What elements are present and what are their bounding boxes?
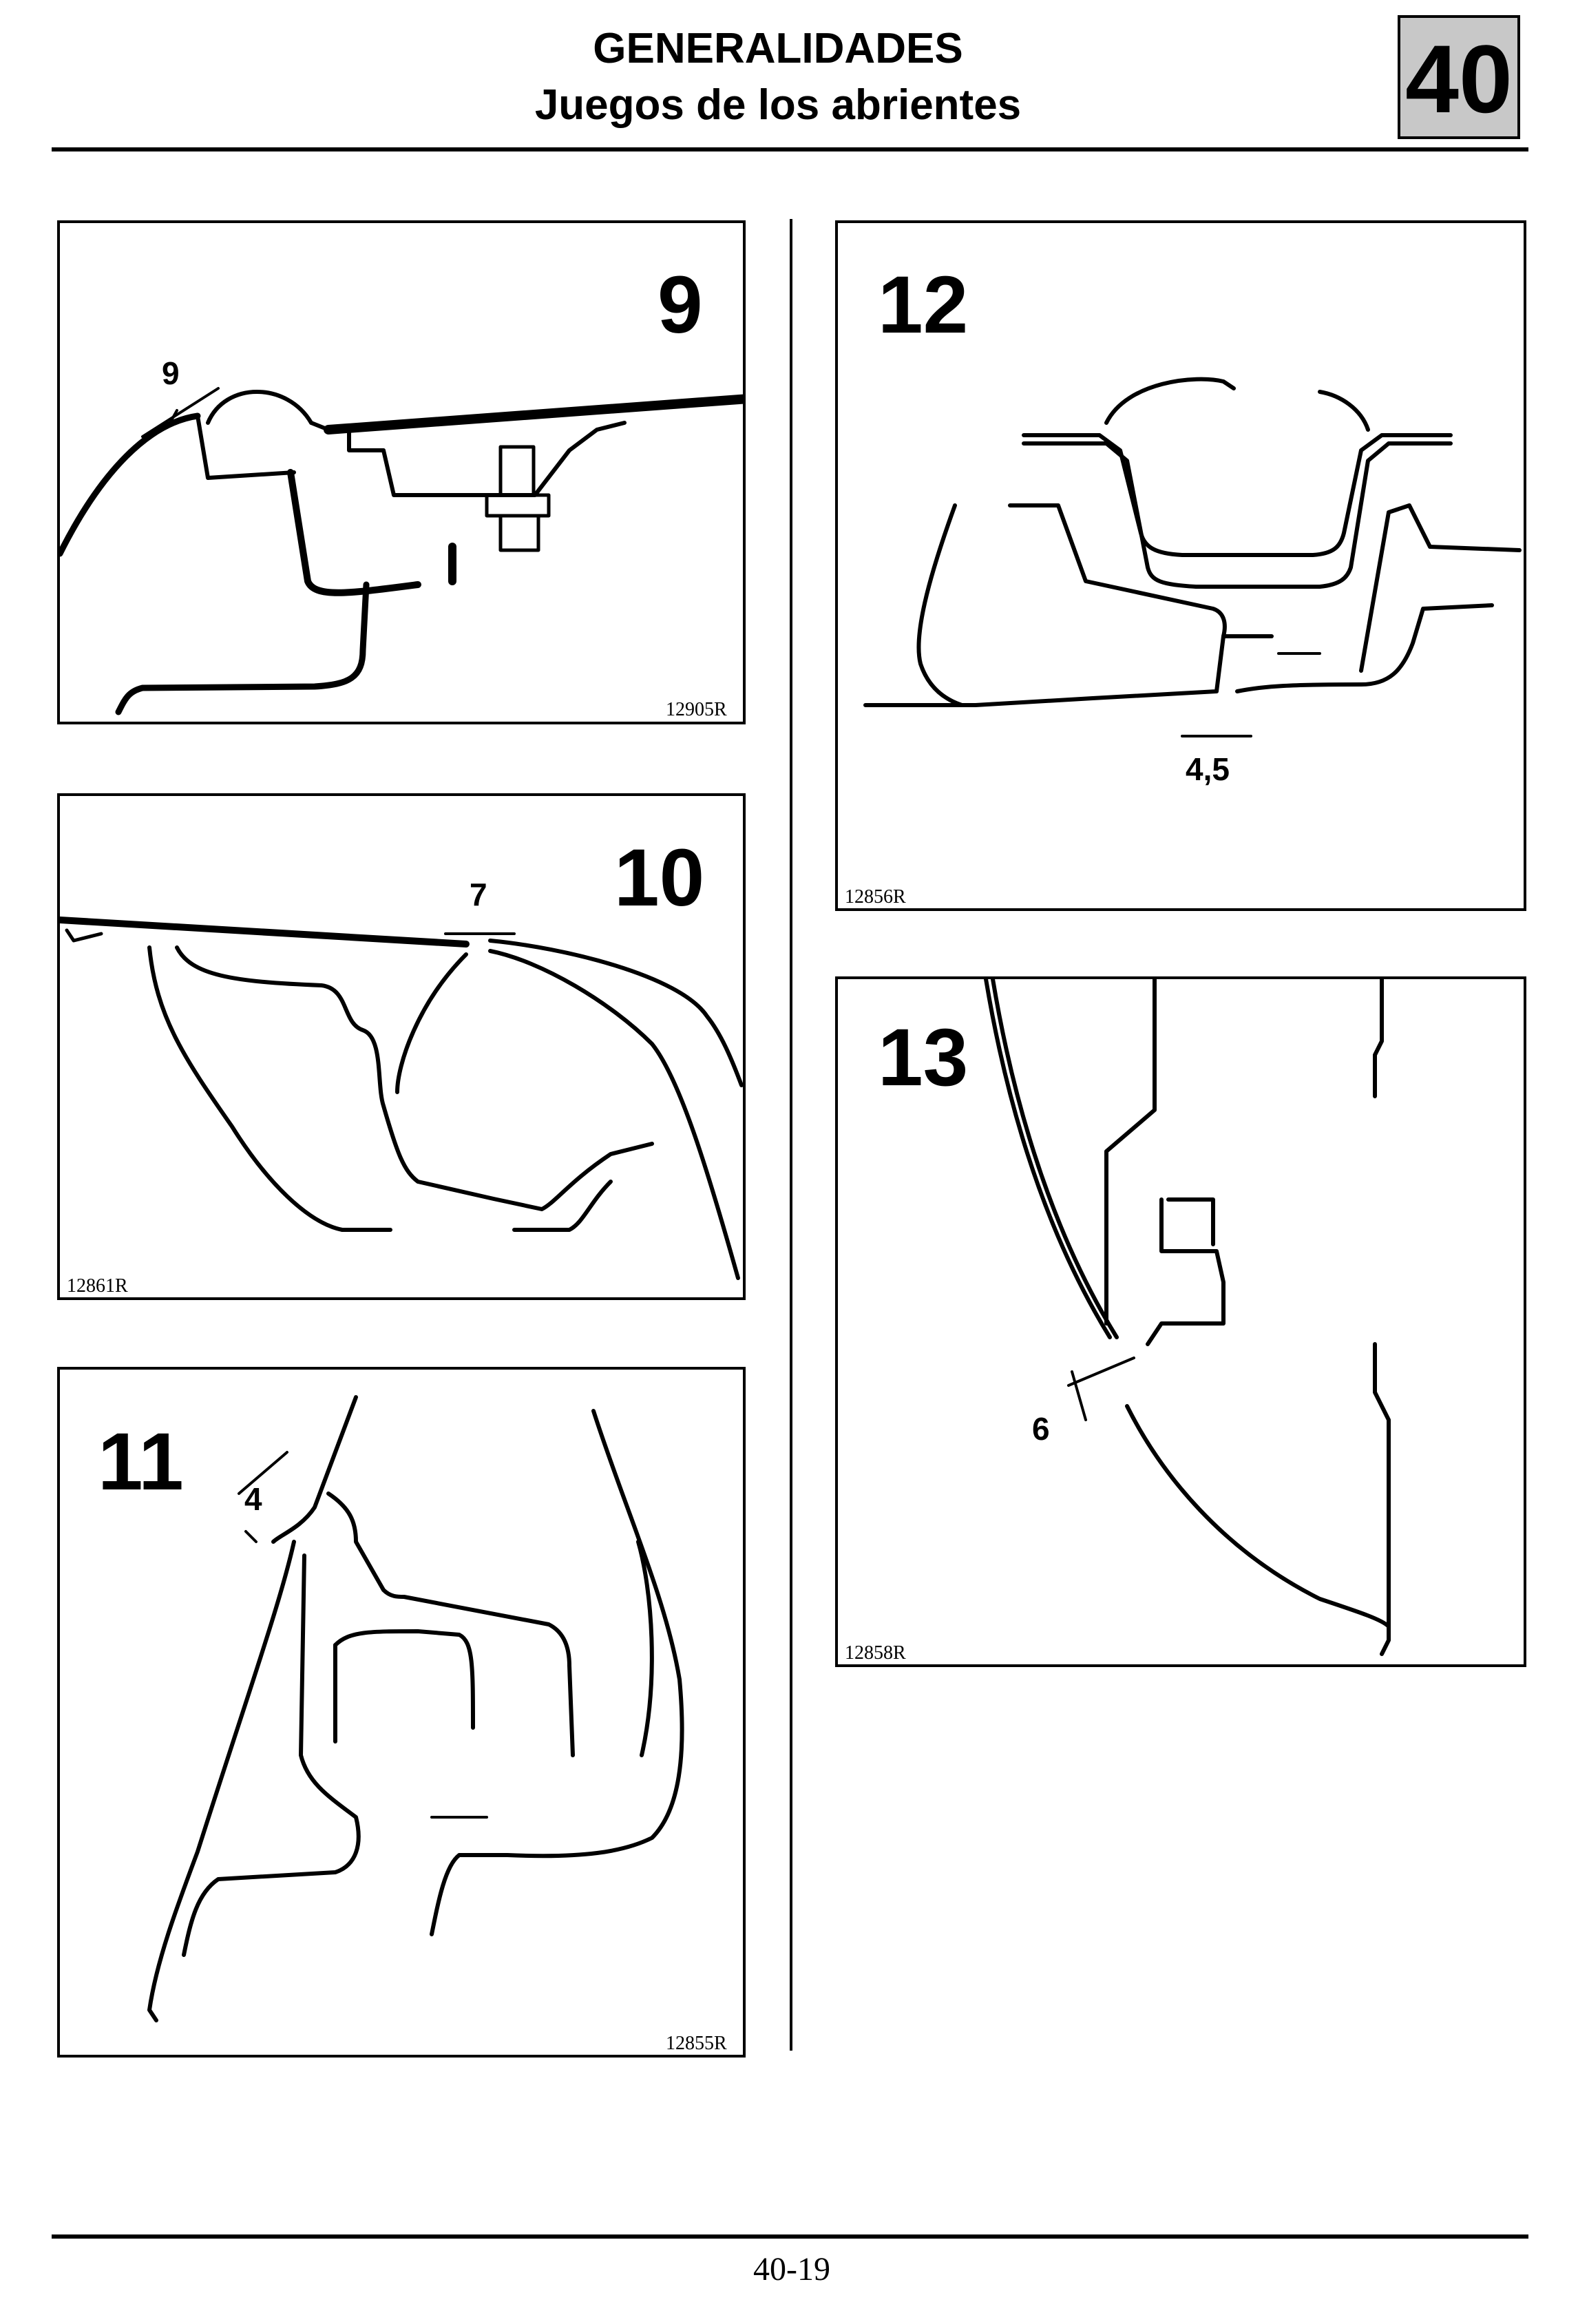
figure-11-gap-label: 4 <box>244 1481 262 1517</box>
figure-9: 9 9 12905R <box>57 220 746 724</box>
figure-10: 10 7 12861R <box>57 793 746 1300</box>
page-title: GENERALIDADES <box>593 25 963 72</box>
figure-9-code: 12905R <box>666 699 727 720</box>
figure-11-code: 12855R <box>666 2033 727 2054</box>
figure-10-number: 10 <box>614 833 705 923</box>
figure-13-code: 12858R <box>845 1642 906 1664</box>
figure-11: 11 4 12855R <box>57 1367 746 2058</box>
column-divider <box>790 219 792 2051</box>
figure-10-code: 12861R <box>67 1275 128 1297</box>
footer-rule <box>52 2234 1528 2239</box>
figure-13: 13 6 12858R <box>835 976 1526 1667</box>
figure-13-number: 13 <box>878 1012 969 1103</box>
figure-10-drawing <box>60 917 743 1280</box>
page-number: 40-19 <box>753 2251 830 2288</box>
figure-12-number: 12 <box>878 260 969 350</box>
figure-13-gap-label: 6 <box>1032 1411 1050 1447</box>
figure-9-drawing <box>60 387 743 715</box>
figure-11-drawing <box>147 1395 684 2022</box>
figure-10-gap-label: 7 <box>470 877 487 912</box>
figure-12: 12 4,5 12856R <box>835 220 1526 911</box>
figure-9-gap-label: 9 <box>162 355 180 391</box>
figure-12-drawing <box>863 377 1522 737</box>
figure-9-number: 9 <box>658 260 703 350</box>
figure-12-code: 12856R <box>845 886 906 908</box>
header-rule <box>52 147 1528 151</box>
figure-12-gap-label: 4,5 <box>1186 751 1230 787</box>
page-subtitle: Juegos de los abrientes <box>534 81 1022 129</box>
figure-11-number: 11 <box>98 1416 184 1507</box>
figure-13-drawing <box>984 979 1391 1656</box>
section-number-badge: 40 <box>1398 15 1520 139</box>
